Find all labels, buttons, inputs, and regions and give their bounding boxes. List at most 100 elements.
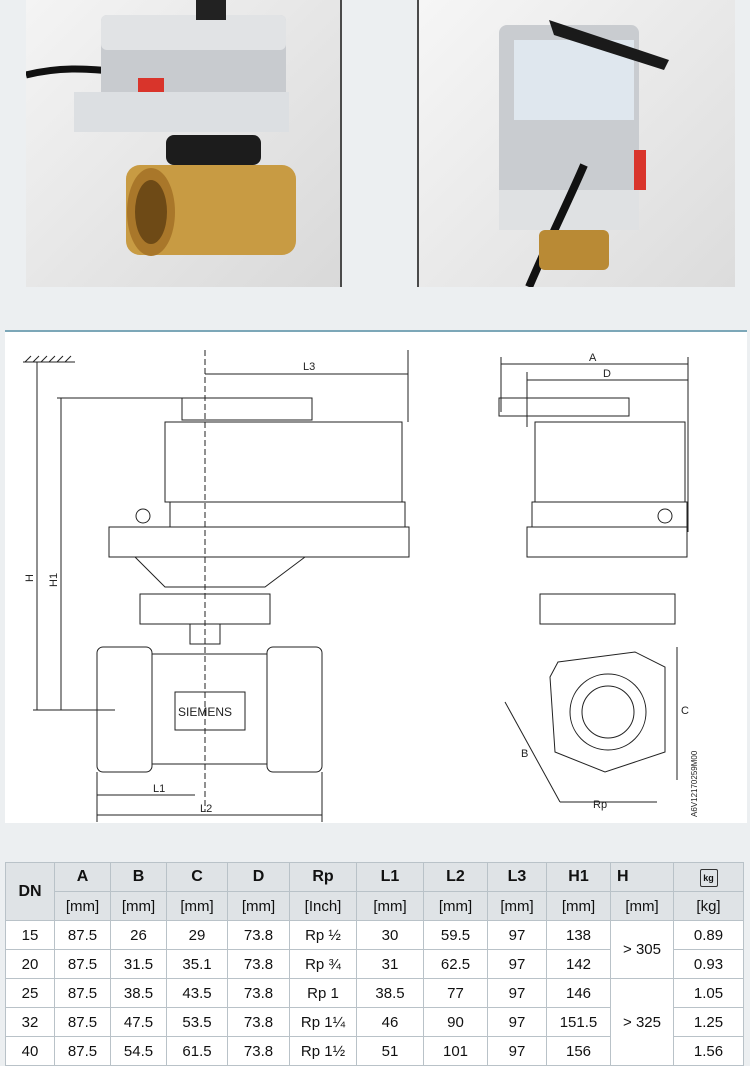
unit-d: [mm] [227, 891, 290, 921]
cell-dn: 40 [5, 1036, 55, 1066]
cell-rp: Rp 1 [289, 978, 357, 1008]
cell-rp: Rp ½ [289, 920, 357, 950]
unit-l2: [mm] [423, 891, 488, 921]
cell-l1: 51 [356, 1036, 424, 1066]
cell-b: 54.5 [110, 1036, 167, 1066]
cell-c: 35.1 [166, 949, 228, 979]
cell-l2: 59.5 [423, 920, 488, 950]
unit-h1: [mm] [546, 891, 611, 921]
label-rp: Rp [593, 799, 607, 811]
cell-a: 87.5 [54, 1007, 111, 1037]
valve-actuator-image-side [499, 20, 669, 287]
cell-h1: 146 [546, 978, 611, 1008]
cell-h1: 156 [546, 1036, 611, 1066]
cell-rp: Rp 1¼ [289, 1007, 357, 1037]
weight-icon: kg [699, 868, 718, 887]
cell-l2: 62.5 [423, 949, 488, 979]
header-c: C [166, 862, 228, 892]
cell-a: 87.5 [54, 1036, 111, 1066]
unit-l1: [mm] [356, 891, 424, 921]
cell-l3: 97 [487, 1036, 547, 1066]
cell-rp: Rp ¾ [289, 949, 357, 979]
cell-b: 31.5 [110, 949, 167, 979]
header-l3: L3 [487, 862, 547, 892]
unit-weight: [kg] [673, 891, 744, 921]
cell-l3: 97 [487, 949, 547, 979]
spec-table-container: DN A B C D Rp L1 L2 L3 H1 H kg [mm] [mm]… [5, 862, 744, 1066]
label-d: D [603, 368, 611, 380]
cell-d: 73.8 [227, 920, 290, 950]
cell-rp: Rp 1½ [289, 1036, 357, 1066]
cell-h1: 151.5 [546, 1007, 611, 1037]
label-a: A [589, 352, 597, 364]
header-h1: H1 [546, 862, 611, 892]
cell-b: 47.5 [110, 1007, 167, 1037]
cell-l1: 31 [356, 949, 424, 979]
cell-dn: 15 [5, 920, 55, 950]
table-row: 25 87.5 38.5 43.5 73.8 Rp 1 38.5 77 97 1… [5, 978, 744, 1066]
cell-a: 87.5 [54, 920, 111, 950]
cell-weight: 1.56 [673, 1036, 744, 1066]
cell-weight: 0.89 [673, 920, 744, 950]
cell-d: 73.8 [227, 1036, 290, 1066]
dimension-drawing-svg: L3 H H1 L1 L2 SIEMENS A D C B Rp A6V1217… [23, 350, 699, 822]
product-photo-front [26, 0, 342, 287]
cell-dn: 32 [5, 1007, 55, 1037]
drawing-code: A6V12170259M00 [690, 750, 699, 817]
cell-h1: 142 [546, 949, 611, 979]
product-photo-side [417, 0, 735, 287]
spec-table: DN A B C D Rp L1 L2 L3 H1 H kg [mm] [mm]… [5, 862, 744, 1066]
cell-l1: 38.5 [356, 978, 424, 1008]
cell-l1: 46 [356, 1007, 424, 1037]
header-l1: L1 [356, 862, 424, 892]
unit-rp: [Inch] [289, 891, 357, 921]
brand-label: SIEMENS [178, 705, 232, 719]
label-l1: L1 [153, 783, 165, 795]
cell-l1: 30 [356, 920, 424, 950]
unit-l3: [mm] [487, 891, 547, 921]
cell-c: 53.5 [166, 1007, 228, 1037]
cell-weight: 1.05 [673, 978, 744, 1008]
cell-h1: 138 [546, 920, 611, 950]
cell-a: 87.5 [54, 949, 111, 979]
cell-dn: 25 [5, 978, 55, 1008]
cell-dn: 20 [5, 949, 55, 979]
header-d: D [227, 862, 290, 892]
label-c: C [681, 705, 689, 717]
header-l2: L2 [423, 862, 488, 892]
label-h1: H1 [48, 573, 60, 587]
cell-l2: 101 [423, 1036, 488, 1066]
cell-c: 29 [166, 920, 228, 950]
unit-h: [mm] [610, 891, 674, 921]
unit-c: [mm] [166, 891, 228, 921]
cell-h-group-2: > 325 [610, 978, 674, 1066]
cell-l2: 90 [423, 1007, 488, 1037]
table-row: 15 87.5 26 29 73.8 Rp ½ 30 59.5 97 138 >… [5, 920, 744, 979]
header-weight: kg [673, 862, 744, 892]
cell-l2: 77 [423, 978, 488, 1008]
cell-d: 73.8 [227, 1007, 290, 1037]
header-h: H [610, 862, 674, 892]
header-rp: Rp [289, 862, 357, 892]
cell-h-group-1: > 305 [610, 920, 674, 979]
header-a: A [54, 862, 111, 892]
cell-b: 26 [110, 920, 167, 950]
dimension-drawing: L3 H H1 L1 L2 SIEMENS A D C B Rp A6V1217… [5, 330, 747, 823]
label-l2: L2 [200, 803, 212, 815]
label-l3: L3 [303, 361, 315, 373]
header-b: B [110, 862, 167, 892]
unit-b: [mm] [110, 891, 167, 921]
cell-d: 73.8 [227, 978, 290, 1008]
cell-c: 61.5 [166, 1036, 228, 1066]
table-row: 32 87.5 47.5 53.5 73.8 Rp 1¼ 46 90 97 15… [5, 1007, 744, 1037]
cell-l3: 97 [487, 1007, 547, 1037]
unit-a: [mm] [54, 891, 111, 921]
cell-b: 38.5 [110, 978, 167, 1008]
cell-weight: 0.93 [673, 949, 744, 979]
valve-actuator-image [26, 0, 296, 256]
cell-a: 87.5 [54, 978, 111, 1008]
cell-c: 43.5 [166, 978, 228, 1008]
cell-weight: 1.25 [673, 1007, 744, 1037]
label-b: B [521, 748, 528, 760]
label-h: H [24, 574, 36, 582]
